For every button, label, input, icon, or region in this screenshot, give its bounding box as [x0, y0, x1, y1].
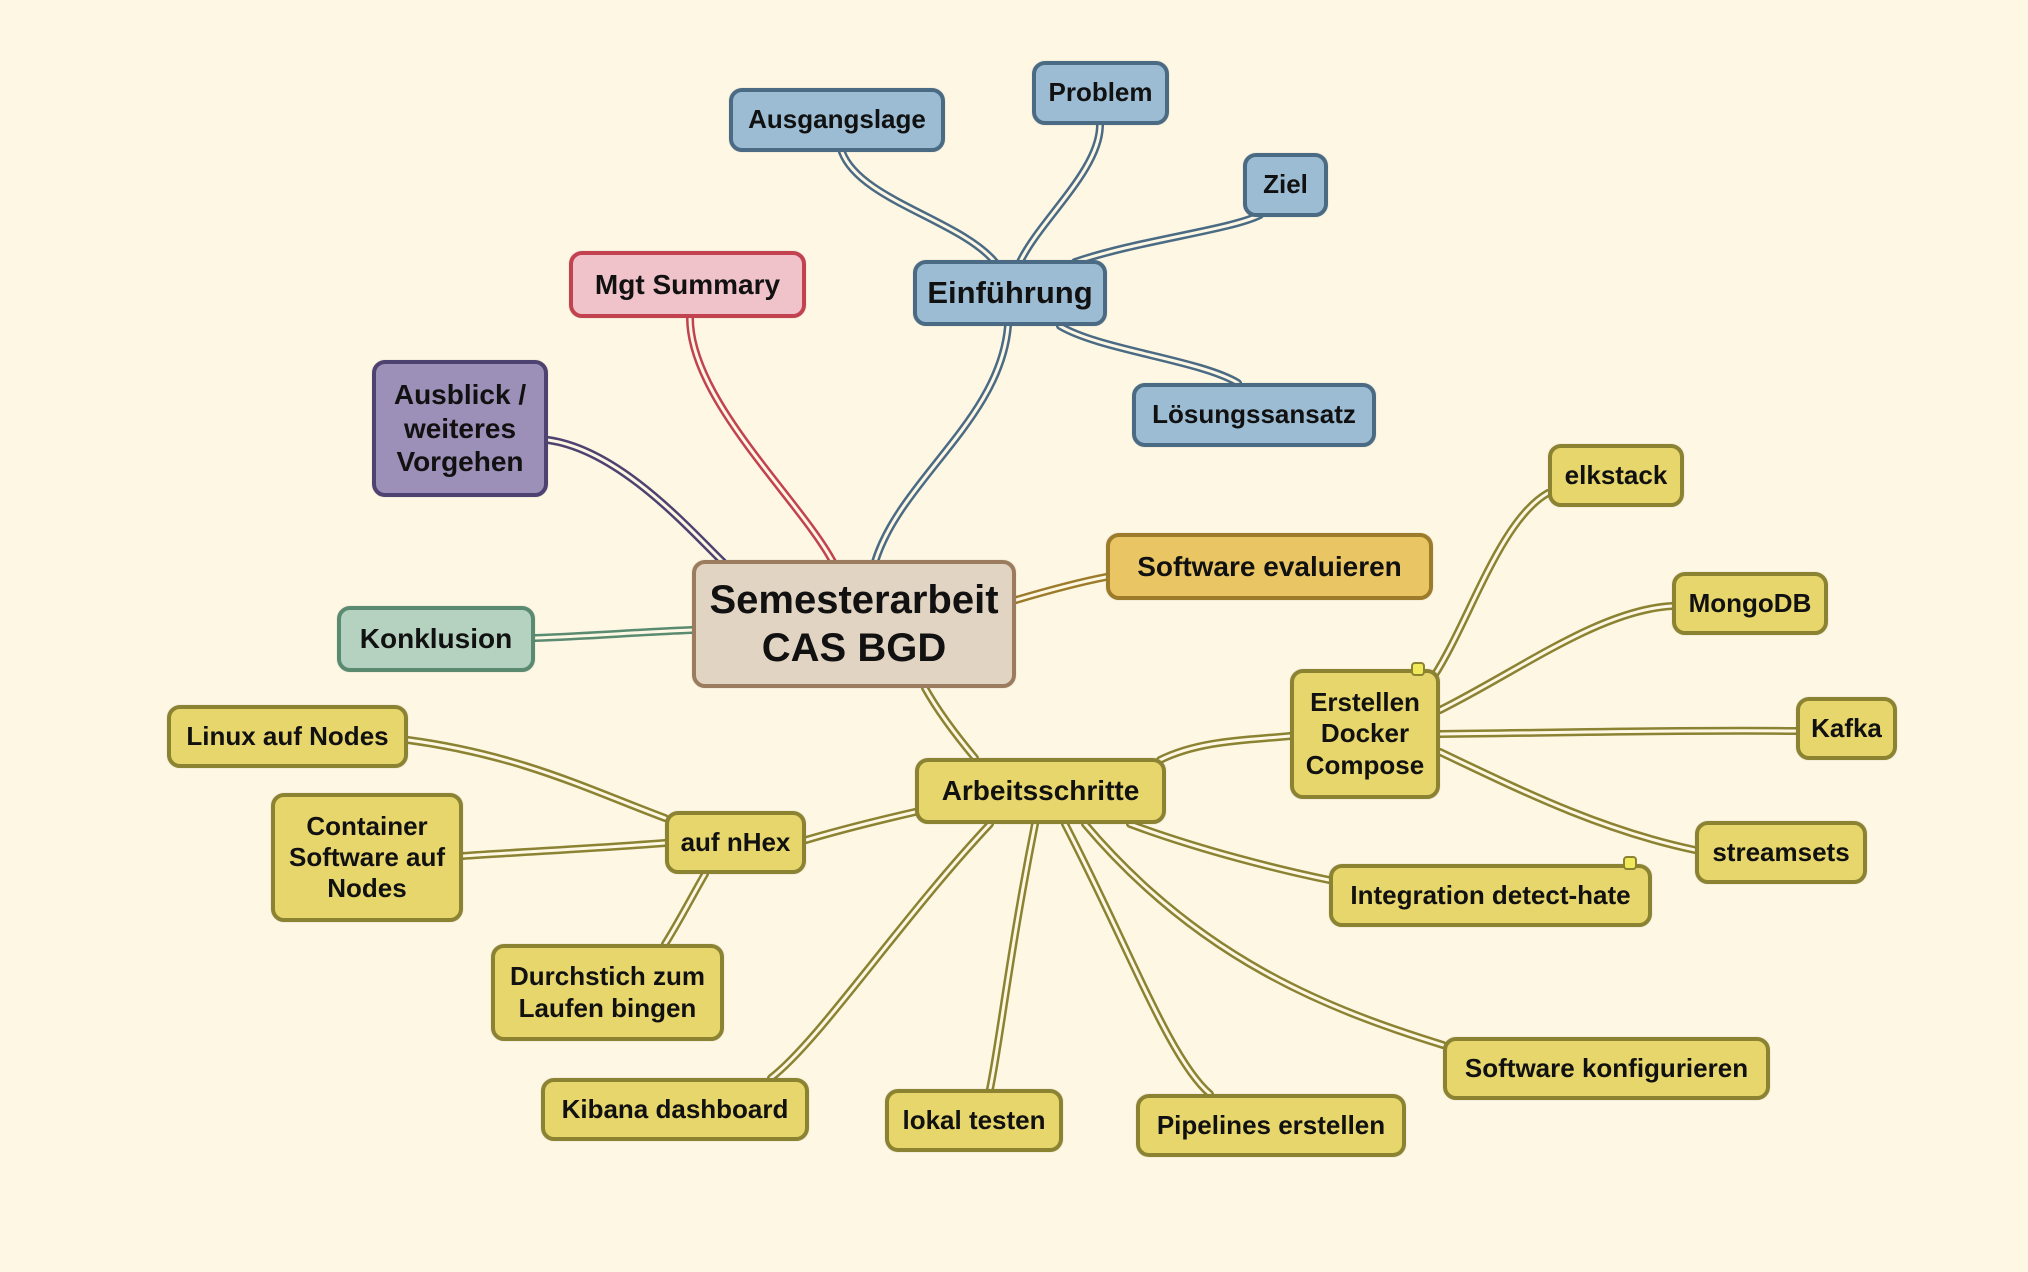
node-kafka[interactable]: Kafka — [1796, 697, 1897, 760]
connector-line-inner — [1014, 575, 1108, 602]
node-integration-detect-hate[interactable]: Integration detect-hate — [1329, 864, 1652, 927]
node-mongodb[interactable]: MongoDB — [1672, 572, 1828, 635]
connector-line-inner — [1073, 213, 1262, 264]
docker-compose-line2: Docker — [1320, 718, 1410, 749]
node-einfuehrung[interactable]: Einführung — [913, 260, 1107, 326]
connector-line — [1081, 820, 1447, 1049]
connector-line — [871, 322, 1012, 566]
node-ziel[interactable]: Ziel — [1243, 153, 1328, 217]
connector-line-inner — [1438, 750, 1697, 852]
connector-line — [1126, 820, 1333, 884]
node-ausblick[interactable]: Ausblick / weiteres Vorgehen — [372, 360, 548, 497]
connector-line-inner — [1158, 734, 1292, 762]
connector-line-inner — [1438, 729, 1798, 736]
node-container-software[interactable]: Container Software auf Nodes — [271, 793, 463, 922]
root-node[interactable]: Semesterarbeit CAS BGD — [692, 560, 1016, 688]
connector-line-inner — [1058, 324, 1240, 385]
connector-line-inner — [1018, 123, 1102, 264]
connector-line — [686, 314, 837, 566]
docker-compose-line3: Compose — [1305, 749, 1425, 780]
container-line2: Software auf — [288, 841, 446, 872]
connector-line-inner — [769, 822, 992, 1080]
connector-line-inner — [461, 841, 667, 858]
node-streamsets[interactable]: streamsets — [1695, 821, 1867, 884]
node-pipelines-erstellen[interactable]: Pipelines erstellen — [1136, 1094, 1406, 1157]
connector-line-inner — [988, 822, 1037, 1091]
connector-line-inner — [546, 438, 725, 564]
container-line3: Nodes — [327, 873, 407, 904]
connector-line-inner — [923, 686, 977, 760]
ausblick-line2: weiteres — [403, 412, 517, 444]
durchstich-line1: Durchstich zum — [509, 961, 706, 992]
node-auf-nhex[interactable]: auf nHex — [665, 811, 806, 874]
ausblick-line1: Ausblick / — [393, 379, 527, 411]
docker-compose-line1: Erstellen — [1310, 687, 1420, 718]
connector-line-inner — [663, 872, 707, 946]
connector-line-inner — [688, 316, 835, 564]
connector-line-inner — [406, 738, 667, 820]
note-marker-icon[interactable] — [1411, 662, 1425, 676]
node-problem[interactable]: Problem — [1032, 61, 1169, 125]
connector-line-inner — [873, 324, 1010, 564]
node-durchstich[interactable]: Durchstich zum Laufen bingen — [491, 944, 724, 1041]
node-software-evaluieren[interactable]: Software evaluieren — [1106, 533, 1433, 600]
connector-line — [1436, 748, 1699, 854]
connector-line-inner — [840, 150, 997, 264]
durchstich-line2: Laufen bingen — [518, 992, 697, 1023]
root-title-line2: CAS BGD — [761, 626, 947, 670]
node-elkstack[interactable]: elkstack — [1548, 444, 1684, 507]
connector-line — [1436, 602, 1676, 714]
node-ausgangslage[interactable]: Ausgangslage — [729, 88, 945, 152]
connector-line-inner — [804, 810, 917, 842]
connector-line-inner — [1128, 822, 1331, 882]
root-title-line1: Semesterarbeit — [709, 578, 999, 622]
connector-line — [544, 436, 727, 566]
container-line1: Container — [306, 810, 428, 841]
ausblick-line3: Vorgehen — [396, 446, 524, 478]
node-kibana-dashboard[interactable]: Kibana dashboard — [541, 1078, 809, 1141]
node-arbeitsschritte[interactable]: Arbeitsschritte — [915, 758, 1166, 824]
node-mgt-summary[interactable]: Mgt Summary — [569, 251, 806, 318]
node-loesungsansatz[interactable]: Lösungssansatz — [1132, 383, 1376, 447]
node-docker-compose[interactable]: Erstellen Docker Compose — [1290, 669, 1440, 799]
node-konklusion[interactable]: Konklusion — [337, 606, 535, 672]
node-linux-auf-nodes[interactable]: Linux auf Nodes — [167, 705, 408, 768]
connector-line-inner — [533, 628, 694, 640]
connector-line-inner — [1438, 604, 1674, 712]
connector-line-inner — [1083, 822, 1445, 1047]
connector-line — [1156, 732, 1294, 764]
connector-line-inner — [1063, 822, 1212, 1096]
connector-line — [838, 148, 999, 266]
connector-line-inner — [1432, 491, 1550, 678]
note-marker-icon[interactable] — [1623, 856, 1637, 870]
node-lokal-testen[interactable]: lokal testen — [885, 1089, 1063, 1152]
node-software-konfigurieren[interactable]: Software konfigurieren — [1443, 1037, 1770, 1100]
